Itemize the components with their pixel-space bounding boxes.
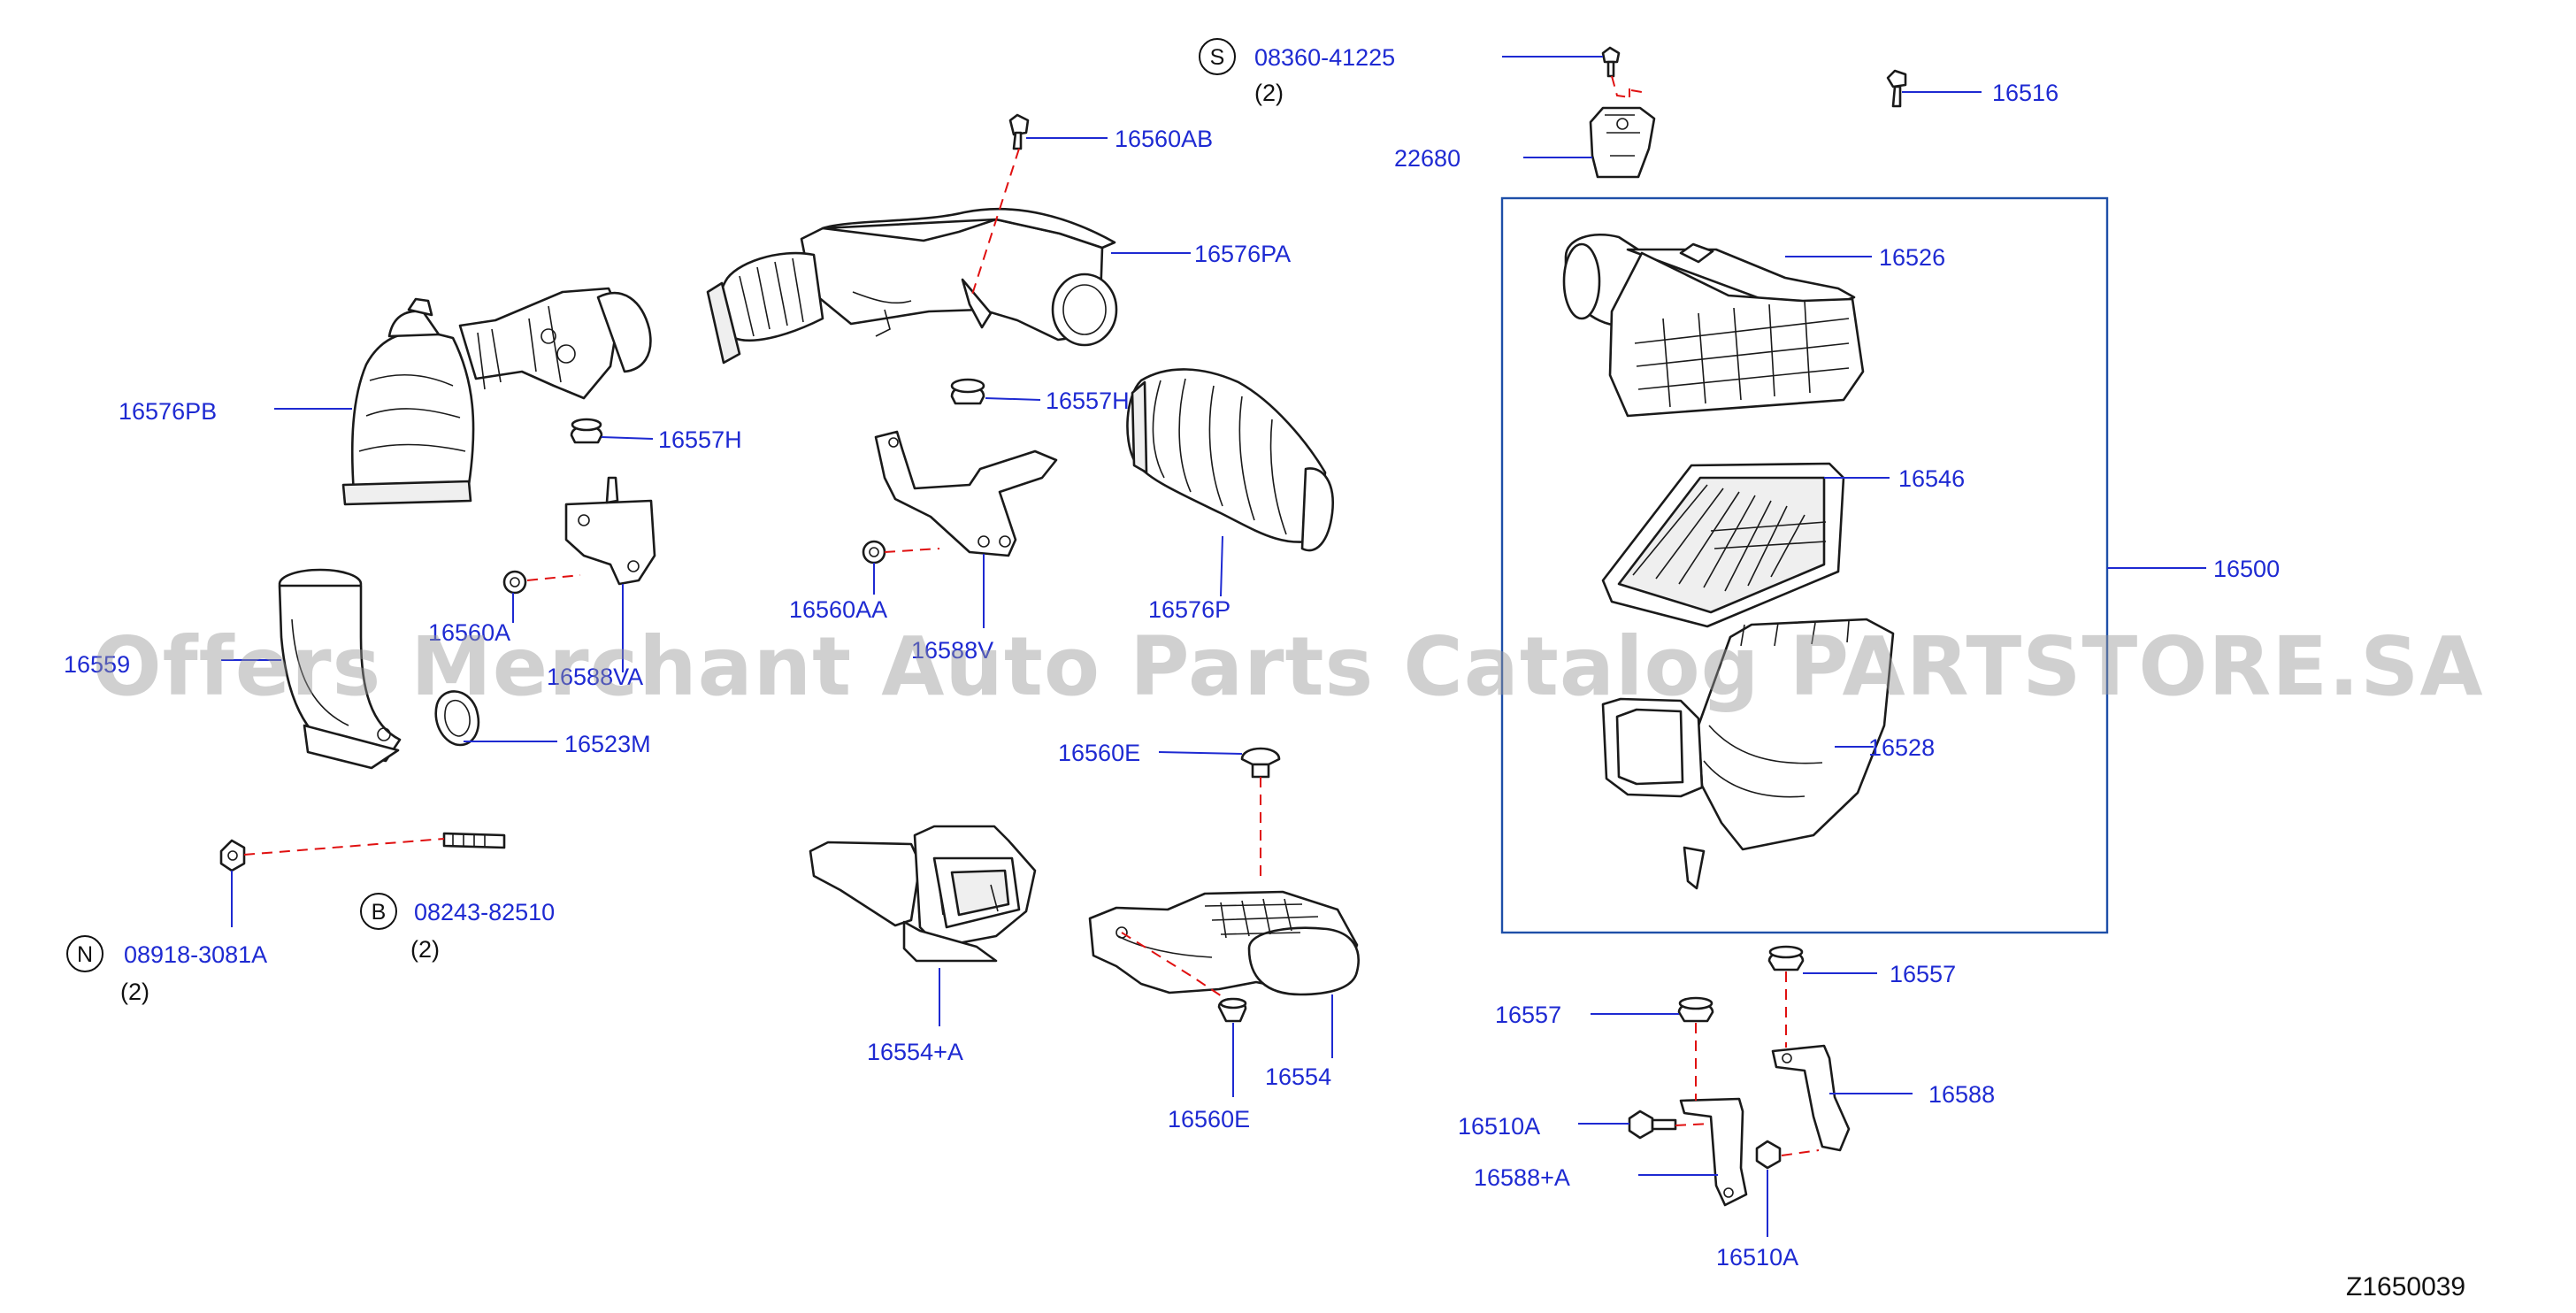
- label-16500[interactable]: 16500: [2213, 556, 2280, 582]
- label-16516[interactable]: 16516: [1992, 80, 2058, 106]
- label-16560E-bottom[interactable]: 16560E: [1168, 1106, 1250, 1133]
- part-08918-nut[interactable]: [219, 839, 246, 872]
- label-16560A[interactable]: 16560A: [428, 619, 510, 646]
- part-16557H-grommet-center[interactable]: [950, 378, 985, 405]
- part-16559-duct[interactable]: [278, 568, 402, 770]
- label-08360-41225[interactable]: 08360-41225: [1254, 44, 1395, 71]
- label-16557H-left[interactable]: 16557H: [658, 426, 742, 453]
- ref-circle-n: N: [66, 935, 104, 972]
- label-16526[interactable]: 16526: [1879, 244, 1945, 271]
- part-16560E-clip-top[interactable]: [1240, 747, 1281, 779]
- part-16523M-gasket[interactable]: [434, 690, 480, 747]
- label-16588V[interactable]: 16588V: [911, 637, 993, 664]
- label-16546[interactable]: 16546: [1898, 465, 1965, 492]
- part-08360-screw[interactable]: [1601, 46, 1621, 78]
- label-16557H-center[interactable]: 16557H: [1046, 388, 1130, 414]
- part-16557-grommet-left[interactable]: [1677, 996, 1714, 1023]
- part-16528-body[interactable]: [1601, 618, 1895, 890]
- label-16557-right[interactable]: 16557: [1890, 961, 1956, 987]
- label-16588A[interactable]: 16588+A: [1474, 1164, 1570, 1191]
- part-16588A-bracket[interactable]: [1679, 1097, 1748, 1207]
- label-16588VA[interactable]: 16588VA: [547, 664, 643, 690]
- part-16560E-clip-bottom[interactable]: [1217, 997, 1247, 1023]
- label-16523M[interactable]: 16523M: [564, 731, 651, 757]
- part-16557H-grommet-left[interactable]: [570, 418, 603, 444]
- assembly-frame-16500: [1500, 196, 2109, 934]
- part-16516-clip[interactable]: [1886, 69, 1907, 108]
- label-16560AA[interactable]: 16560AA: [789, 596, 887, 623]
- part-16576PB-hose[interactable]: [341, 287, 652, 506]
- label-16528[interactable]: 16528: [1868, 734, 1935, 761]
- part-16546-filter[interactable]: [1601, 462, 1845, 628]
- part-08243-stud[interactable]: [442, 832, 506, 849]
- label-08243-82510[interactable]: 08243-82510: [414, 899, 555, 925]
- label-08918-3081A[interactable]: 08918-3081A: [124, 941, 267, 968]
- label-16554A[interactable]: 16554+A: [867, 1039, 963, 1065]
- part-16526-cover[interactable]: [1562, 233, 1865, 418]
- label-22680[interactable]: 22680: [1394, 145, 1460, 172]
- label-16510A-right[interactable]: 16510A: [1716, 1244, 1798, 1271]
- ref-circle-s: S: [1199, 38, 1236, 75]
- qty-08918-3081A: (2): [120, 979, 150, 1005]
- label-16510A-left[interactable]: 16510A: [1458, 1113, 1540, 1140]
- label-16560E-top[interactable]: 16560E: [1058, 740, 1140, 766]
- svg-text:B: B: [372, 900, 387, 925]
- diagram-code: Z1650039: [2346, 1272, 2465, 1301]
- dashed-links: [243, 75, 1820, 1156]
- label-16588[interactable]: 16588: [1928, 1081, 1995, 1108]
- ref-circle-b: B: [360, 893, 397, 930]
- part-16557-grommet-right[interactable]: [1767, 945, 1805, 971]
- part-16560AA-bolt[interactable]: [862, 540, 886, 564]
- label-16576PA[interactable]: 16576PA: [1194, 241, 1291, 267]
- part-16554-resonator[interactable]: [1088, 890, 1360, 996]
- part-16588V-bracket[interactable]: [874, 430, 1058, 557]
- part-16560A-bolt[interactable]: [502, 570, 527, 595]
- label-16557-left[interactable]: 16557: [1495, 1002, 1561, 1028]
- part-16510A-bolt-left[interactable]: [1628, 1110, 1677, 1140]
- part-16576P-hose[interactable]: [1126, 368, 1334, 552]
- qty-08243-82510: (2): [410, 936, 440, 963]
- part-16588-bracket[interactable]: [1771, 1044, 1851, 1152]
- part-16560AB-bolt[interactable]: [1008, 113, 1030, 150]
- qty-08360-41225: (2): [1254, 80, 1284, 106]
- part-16554A-snorkel[interactable]: [809, 825, 1037, 963]
- label-16559[interactable]: 16559: [64, 651, 130, 678]
- svg-text:S: S: [1210, 45, 1225, 70]
- label-16576P[interactable]: 16576P: [1148, 596, 1230, 623]
- part-16588VA-bracket[interactable]: [564, 476, 656, 586]
- label-16576PB[interactable]: 16576PB: [119, 398, 217, 425]
- part-22680-sensor[interactable]: [1589, 106, 1656, 179]
- part-16576PA-duct[interactable]: [706, 207, 1118, 365]
- label-16560AB[interactable]: 16560AB: [1115, 126, 1213, 152]
- part-16510A-bolt-right[interactable]: [1755, 1140, 1782, 1170]
- label-16554[interactable]: 16554: [1265, 1063, 1331, 1090]
- leader-lines: [221, 56, 2206, 1237]
- svg-text:N: N: [77, 942, 93, 967]
